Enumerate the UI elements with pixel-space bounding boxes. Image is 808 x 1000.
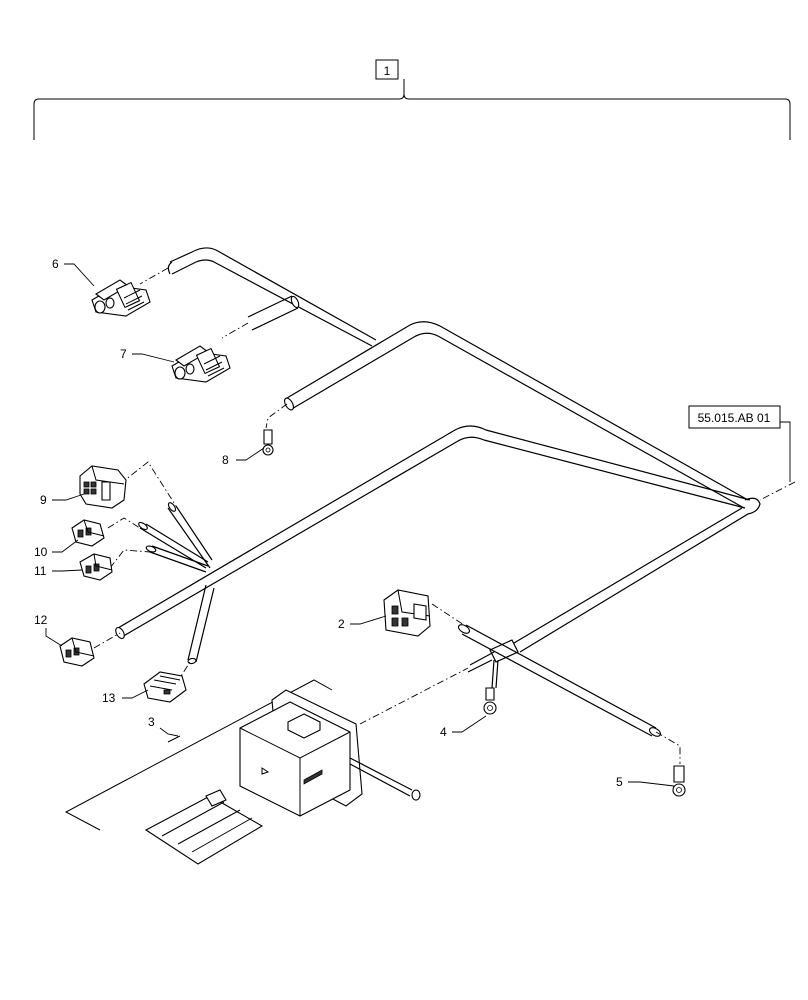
reference-box: 55.015.AB 01	[688, 405, 796, 501]
connector-6	[91, 279, 151, 317]
callout-11: 11	[34, 564, 47, 578]
reference-label: 55.015.AB 01	[698, 411, 771, 425]
callouts: 6 7 8 9 10 11 12 13 3 2 4 5	[34, 257, 675, 789]
connector-7	[171, 345, 231, 383]
callout-4: 4	[440, 725, 447, 739]
ring-terminal-4	[483, 687, 497, 715]
assembly-bracket: 1	[33, 59, 791, 140]
assembly-number: 1	[384, 64, 391, 78]
breakout-branches	[138, 502, 215, 665]
callout-12: 12	[34, 613, 48, 627]
callout-6: 6	[52, 257, 59, 271]
callout-13: 13	[102, 691, 116, 705]
callout-2: 2	[338, 617, 345, 631]
callout-9: 9	[40, 493, 47, 507]
callout-5: 5	[616, 775, 623, 789]
callout-7: 7	[120, 347, 127, 361]
connector-12	[59, 637, 95, 667]
connector-13	[143, 671, 187, 703]
connector-2	[383, 589, 431, 637]
module-kit-3	[64, 679, 421, 865]
connector-10	[71, 519, 105, 547]
ring-terminal-8	[262, 429, 274, 456]
connector-11	[79, 553, 113, 581]
main-harness	[115, 247, 761, 737]
callout-3: 3	[148, 715, 155, 729]
connector-9	[79, 465, 127, 509]
callout-10: 10	[34, 545, 48, 559]
ring-terminal-5	[672, 765, 686, 797]
callout-8: 8	[222, 453, 229, 467]
